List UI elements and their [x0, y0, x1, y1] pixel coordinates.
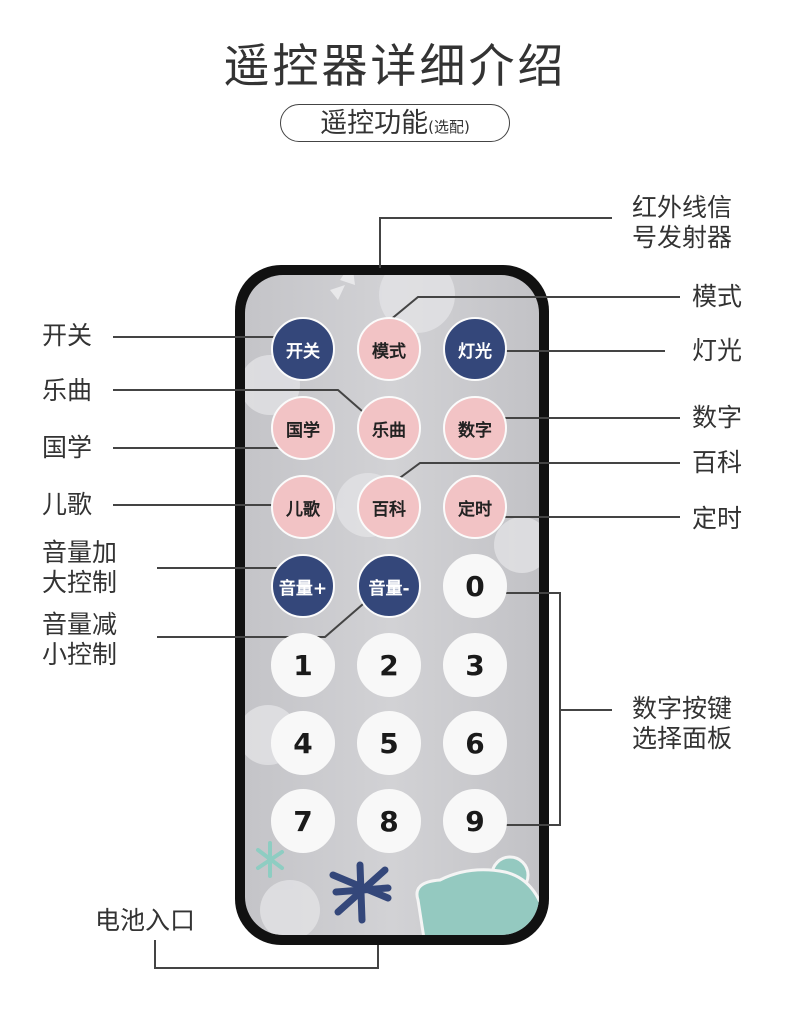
remote-button[interactable]: 模式	[357, 317, 421, 381]
label-guoxue: 国学	[42, 433, 93, 462]
navy-flower-icon	[329, 861, 392, 924]
remote-button[interactable]: 开关	[271, 317, 335, 381]
bear-icon	[415, 855, 539, 935]
subtitle-pill: 遥控功能(选配)	[280, 104, 510, 142]
remote-button[interactable]: 8	[357, 789, 421, 853]
remote-button[interactable]: 灯光	[443, 317, 507, 381]
remote-button[interactable]: 6	[443, 711, 507, 775]
remote-button[interactable]: 5	[357, 711, 421, 775]
label-line: 音量加	[42, 538, 118, 567]
label-mode: 模式	[692, 282, 743, 311]
remote-button[interactable]: 音量-	[357, 554, 421, 618]
subtitle-main: 遥控功能	[320, 108, 429, 139]
label-line: 号发射器	[632, 223, 733, 252]
label-vol-up: 音量加大控制	[42, 538, 117, 598]
label-encyclopedia: 百科	[692, 448, 743, 477]
subtitle-note: (选配)	[428, 118, 470, 136]
label-light: 灯光	[692, 336, 743, 365]
label-power: 开关	[42, 321, 93, 350]
label-timer: 定时	[692, 504, 743, 533]
remote-button[interactable]: 数字	[443, 396, 507, 460]
page-title: 遥控器详细介绍	[223, 39, 567, 93]
remote-button[interactable]: 音量+	[271, 554, 335, 618]
label-line: 数字按键	[632, 694, 733, 723]
remote-button[interactable]: 定时	[443, 475, 507, 539]
remote-button[interactable]: 4	[271, 711, 335, 775]
label-vol-down: 音量减小控制	[42, 610, 117, 670]
remote-button[interactable]: 9	[443, 789, 507, 853]
label-digits: 数字	[692, 403, 743, 432]
remote-button[interactable]: 1	[271, 633, 335, 697]
remote-button[interactable]: 乐曲	[357, 396, 421, 460]
remote-button[interactable]: 3	[443, 633, 507, 697]
label-line: 选择面板	[632, 724, 733, 753]
remote-button[interactable]: 7	[271, 789, 335, 853]
label-line: 大控制	[42, 568, 118, 597]
remote-button[interactable]: 国学	[271, 396, 335, 460]
label-songs: 儿歌	[42, 490, 93, 519]
label-line: 音量减	[42, 610, 118, 639]
teal-flower-icon	[256, 841, 284, 878]
label-line: 小控制	[42, 640, 118, 669]
remote-button[interactable]: 百科	[357, 475, 421, 539]
label-line: 红外线信	[632, 193, 733, 222]
remote-button[interactable]: 儿歌	[271, 475, 335, 539]
label-battery: 电池入口	[95, 906, 196, 935]
remote-button[interactable]: 2	[357, 633, 421, 697]
label-music: 乐曲	[42, 376, 93, 405]
label-ir: 红外线信号发射器	[632, 193, 732, 253]
remote-button[interactable]: 0	[443, 554, 507, 618]
leader-lines	[113, 217, 680, 969]
label-numpad: 数字按键选择面板	[632, 694, 732, 754]
